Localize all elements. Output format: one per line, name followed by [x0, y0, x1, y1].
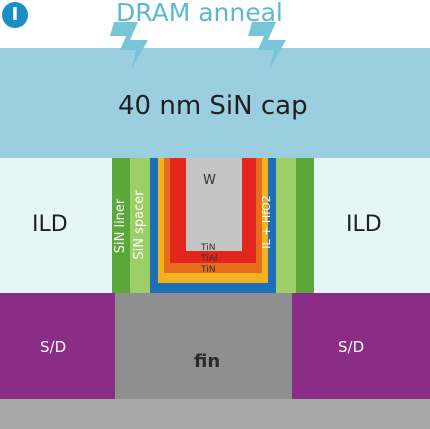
tin-bottom-label: TiN [201, 265, 216, 275]
ild-right-block [314, 158, 430, 293]
anneal-arrow-right-icon [248, 22, 286, 68]
sin-spacer-left [130, 158, 150, 293]
sd-right-block [292, 293, 430, 399]
sin-spacer-right [276, 158, 296, 293]
sd-left-label: S/D [40, 338, 67, 356]
ild-left-label: ILD [32, 212, 68, 237]
tial-label: TiAl [201, 254, 218, 264]
tin-top-label: TiN [201, 243, 216, 253]
step-marker-badge [2, 2, 28, 28]
sin-cap-layer [0, 48, 430, 158]
ild-right-label: ILD [346, 212, 382, 237]
tungsten-fill [186, 158, 242, 251]
sin-liner-right [296, 158, 314, 293]
fin-label: fin [194, 351, 221, 372]
sin-cap-label: 40 nm SiN cap [118, 91, 308, 121]
sin-liner-left [112, 158, 130, 293]
substrate [0, 399, 430, 429]
tungsten-label: W [203, 173, 216, 188]
ild-left-block [0, 158, 112, 293]
diagram-title: DRAM anneal [116, 0, 283, 27]
fin-block [115, 293, 292, 399]
step-marker-label: I [11, 4, 19, 25]
anneal-arrow-left-icon [110, 22, 148, 68]
sd-left-block [0, 293, 115, 399]
sd-right-label: S/D [338, 338, 365, 356]
dielectric-label: IL + HfO2 [260, 195, 273, 249]
sin-spacer-label: SiN spacer [132, 190, 147, 260]
sin-liner-label: SiN liner [113, 198, 128, 254]
